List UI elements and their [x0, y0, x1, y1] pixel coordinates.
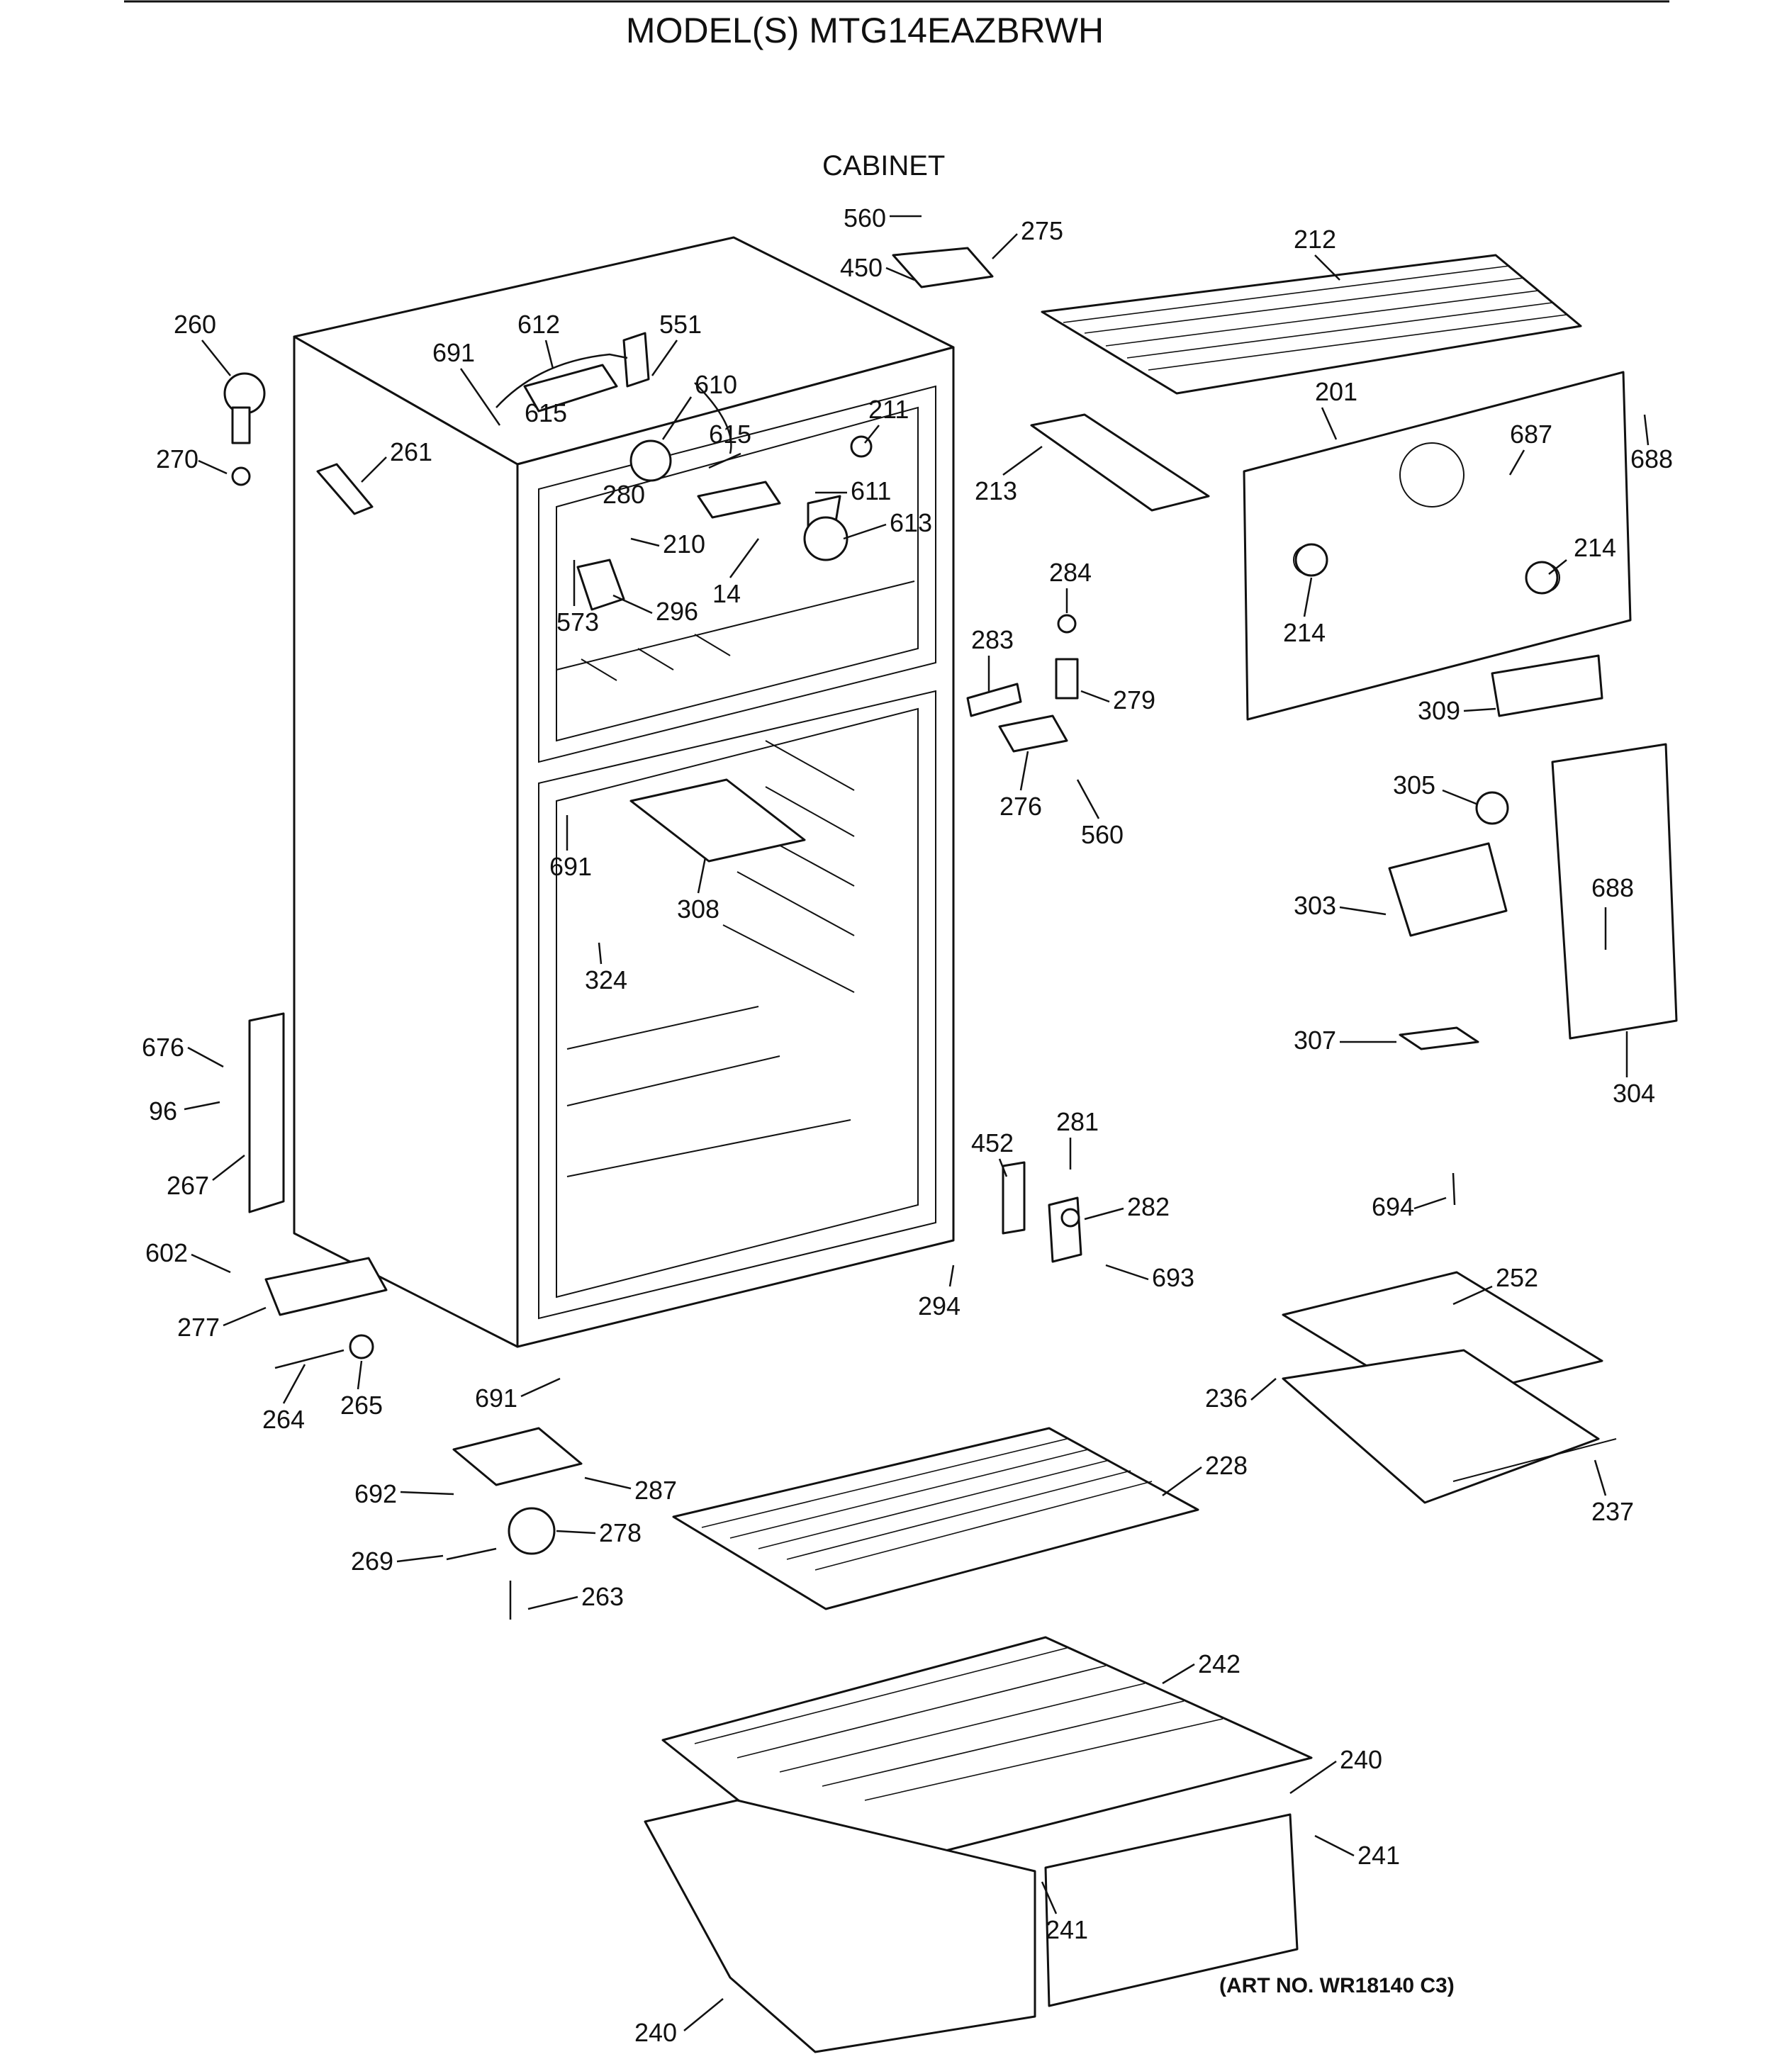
callout-211: 211 [868, 395, 909, 424]
callout-687: 687 [1510, 420, 1552, 449]
callout-676: 676 [142, 1033, 184, 1062]
callout-263: 263 [581, 1582, 624, 1611]
hardware-parts [223, 247, 1559, 1620]
callout-267: 267 [167, 1171, 209, 1200]
callout-287: 287 [634, 1476, 677, 1505]
callout-305: 305 [1393, 770, 1435, 800]
snack-pan-assembly [1282, 1271, 1617, 1504]
callout-275: 275 [1021, 216, 1063, 245]
callout-294: 294 [918, 1291, 961, 1320]
callout-265: 265 [340, 1391, 383, 1420]
callout-242: 242 [1198, 1649, 1241, 1678]
callout-284: 284 [1049, 558, 1092, 587]
callout-201: 201 [1315, 377, 1357, 406]
callout-304: 304 [1613, 1079, 1655, 1108]
callout-236: 236 [1205, 1384, 1248, 1413]
callout-269: 269 [351, 1547, 393, 1576]
callout-213: 213 [975, 476, 1017, 505]
callout-296: 296 [656, 597, 698, 626]
callout-551: 551 [659, 310, 702, 339]
air-duct-cover [1551, 743, 1678, 1040]
model-title: MODEL(S) MTG14EAZBRWH [625, 11, 1104, 50]
callout-240-left: 240 [634, 2018, 677, 2047]
callout-615-right: 615 [709, 420, 751, 449]
callout-324: 324 [585, 965, 627, 994]
callout-96: 96 [149, 1096, 177, 1126]
callout-264: 264 [262, 1405, 305, 1434]
callout-280: 280 [603, 480, 645, 509]
callout-450: 450 [840, 253, 883, 282]
callout-612: 612 [517, 310, 560, 339]
callout-241-right: 241 [1357, 1841, 1400, 1870]
callout-610: 610 [695, 370, 737, 399]
callout-303: 303 [1294, 891, 1336, 920]
section-title: CABINET [822, 150, 946, 181]
callout-691-mid: 691 [549, 852, 592, 881]
ice-tray [1030, 413, 1210, 512]
callout-573: 573 [556, 607, 599, 636]
callout-270: 270 [156, 444, 198, 473]
freezer-shelf [1041, 254, 1582, 395]
rating-label [1491, 654, 1603, 717]
callout-691-low: 691 [475, 1384, 517, 1413]
callout-237: 237 [1591, 1497, 1634, 1526]
callout-214-left: 214 [1283, 618, 1326, 647]
callout-613: 613 [890, 508, 932, 537]
callout-281: 281 [1056, 1107, 1099, 1136]
callout-228: 228 [1205, 1451, 1248, 1480]
callout-452: 452 [971, 1128, 1014, 1157]
callout-240-right: 240 [1340, 1745, 1382, 1774]
callout-560-top: 560 [844, 203, 886, 232]
callout-691-top: 691 [432, 338, 475, 367]
callout-308: 308 [677, 894, 719, 924]
callout-688-top: 688 [1630, 444, 1673, 473]
fresh-food-shelf [672, 1427, 1199, 1610]
control-housing [1388, 842, 1508, 937]
crisper-assembly [644, 1636, 1313, 2053]
callout-261: 261 [390, 437, 432, 466]
callout-611: 611 [851, 476, 891, 505]
callout-210: 210 [663, 529, 705, 559]
callout-279: 279 [1113, 685, 1155, 714]
callout-276: 276 [999, 792, 1042, 821]
callout-277: 277 [177, 1313, 220, 1342]
art-number: (ART NO. WR18140 C3) [1219, 1974, 1455, 1997]
callout-282: 282 [1127, 1192, 1170, 1221]
damper-bracket [1399, 1026, 1479, 1050]
callout-602: 602 [145, 1238, 188, 1267]
part-callouts: 560 275 450 212 260 612 551 691 610 615 … [142, 203, 1673, 2047]
callout-14: 14 [712, 579, 741, 608]
callout-692: 692 [354, 1479, 397, 1508]
cabinet-body [293, 236, 955, 1348]
callout-693: 693 [1152, 1263, 1194, 1292]
callout-241-left: 241 [1046, 1915, 1088, 1944]
callout-615-left: 615 [525, 398, 567, 427]
callout-214-right: 214 [1574, 533, 1616, 562]
callout-307: 307 [1294, 1026, 1336, 1055]
callout-283: 283 [971, 625, 1014, 654]
callout-278: 278 [599, 1518, 642, 1547]
callout-560-mid: 560 [1081, 820, 1124, 849]
rear-panel [1243, 371, 1632, 721]
callout-260: 260 [174, 310, 216, 339]
callout-688-mid: 688 [1591, 873, 1634, 902]
callout-212: 212 [1294, 225, 1336, 254]
callout-252: 252 [1496, 1263, 1538, 1292]
callout-309: 309 [1418, 696, 1460, 725]
callout-694: 694 [1372, 1192, 1414, 1221]
